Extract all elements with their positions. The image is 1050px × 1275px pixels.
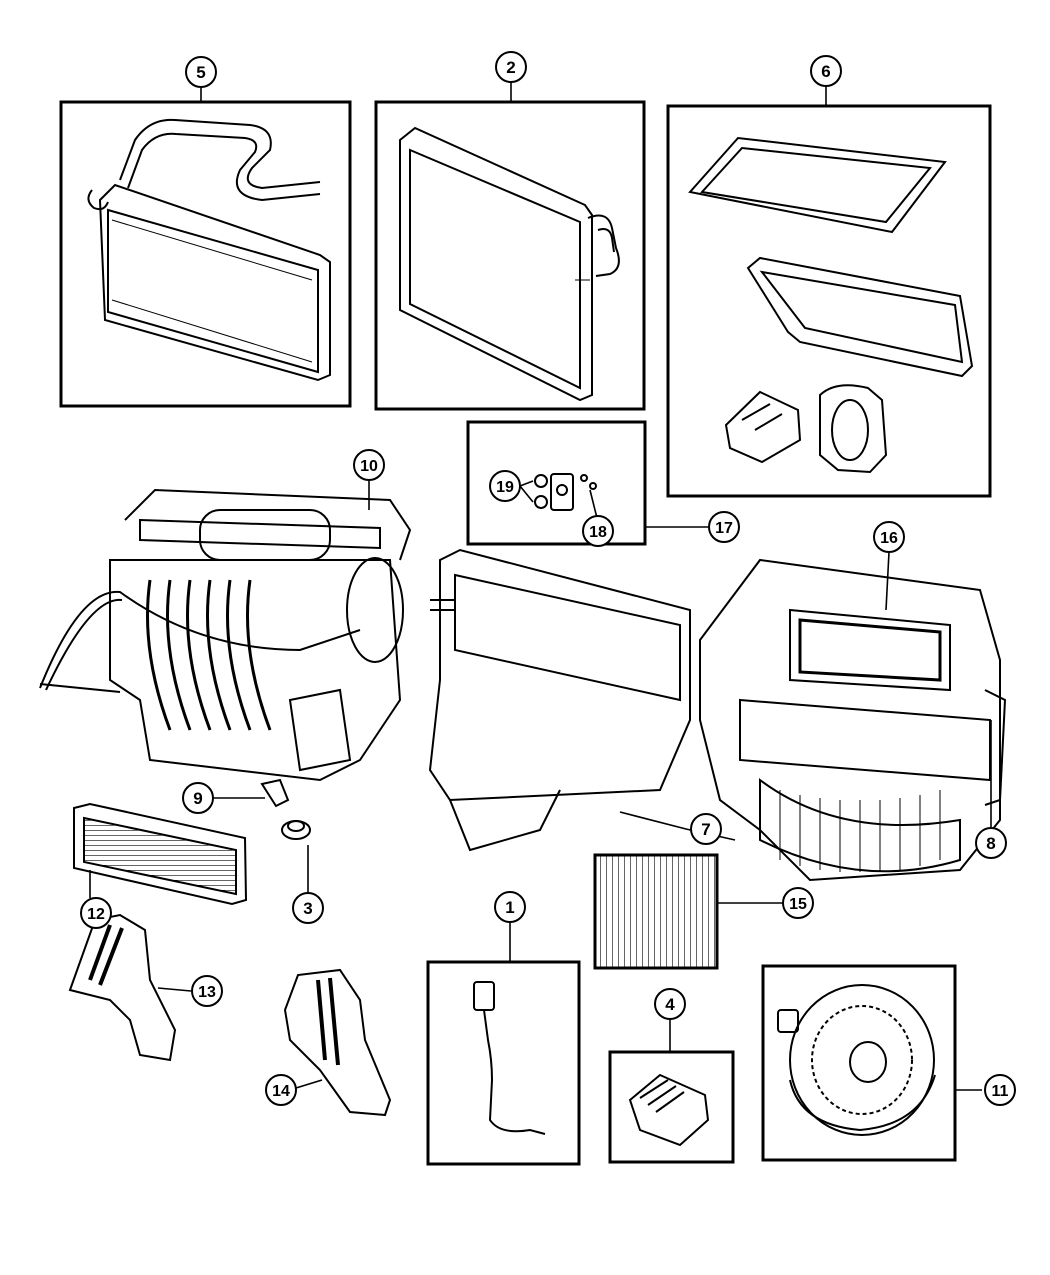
callout-13-label: 13: [198, 984, 216, 1001]
resistor-4-drawing: [628, 1073, 710, 1147]
callout-3-label: 3: [303, 899, 312, 918]
callout-8: 8: [975, 827, 1007, 859]
callout-16: 16: [873, 521, 905, 553]
expansion-valve-drawing: [534, 473, 597, 511]
callout-1: 1: [494, 891, 526, 923]
heater-core-drawing: [87, 118, 331, 382]
callout-2: 2: [495, 51, 527, 83]
blower-motor-11-drawing: [777, 984, 936, 1136]
callout-4: 4: [654, 988, 686, 1020]
callout-15-label: 15: [789, 896, 807, 913]
callout-3: 3: [292, 892, 324, 924]
callout-6: 6: [810, 55, 842, 87]
part-11-frame: [761, 964, 957, 1162]
callout-11-label: 11: [992, 1083, 1009, 1100]
callout-17-label: 17: [715, 520, 733, 537]
callout-17: 17: [708, 511, 740, 543]
callout-19-label: 19: [496, 479, 514, 496]
callout-9-label: 9: [193, 789, 202, 808]
filter-15-drawing: [593, 853, 719, 970]
callout-13: 13: [191, 975, 223, 1007]
callout-5: 5: [185, 56, 217, 88]
callout-7-label: 7: [701, 820, 710, 839]
callout-14-label: 14: [272, 1083, 290, 1100]
part-17-frame: [466, 420, 647, 546]
callout-12-label: 12: [87, 906, 105, 923]
sensor-9-drawing: [260, 778, 290, 808]
part-2-frame: [374, 100, 646, 411]
duct-14-drawing: [283, 968, 392, 1117]
callout-5-label: 5: [196, 63, 205, 82]
callout-15: 15: [782, 887, 814, 919]
callout-4-label: 4: [665, 995, 675, 1014]
callout-18-label: 18: [589, 524, 607, 541]
callout-7: 7: [690, 813, 722, 845]
grommet-3-drawing: [281, 820, 311, 840]
callout-19: 19: [489, 470, 521, 502]
seal-kit-drawing: [688, 136, 974, 474]
callout-2-label: 2: [506, 58, 515, 77]
callout-16-label: 16: [880, 530, 898, 547]
part-6-frame: [666, 104, 992, 498]
callout-6-label: 6: [821, 62, 830, 81]
callout-10-label: 10: [360, 458, 378, 475]
callout-10: 10: [353, 449, 385, 481]
callout-11: 11: [984, 1074, 1016, 1106]
callout-18: 18: [582, 515, 614, 547]
grille-12-drawing: [73, 802, 248, 906]
part-1-frame: [426, 960, 581, 1166]
hvac-housing-right-drawing: [428, 548, 1007, 882]
duct-13-drawing: [68, 913, 177, 1062]
hvac-housing-left-drawing: [39, 488, 412, 782]
callout-1-label: 1: [505, 898, 514, 917]
leader-lines: [89, 82, 992, 1091]
evaporator-drawing: [399, 126, 620, 402]
callout-9: 9: [182, 782, 214, 814]
callout-8-label: 8: [986, 834, 995, 853]
part-4-frame: [608, 1050, 735, 1164]
callout-14: 14: [265, 1074, 297, 1106]
part-5-frame: [59, 100, 352, 408]
temp-sensor-1-drawing: [473, 981, 546, 1135]
callout-12: 12: [80, 897, 112, 929]
